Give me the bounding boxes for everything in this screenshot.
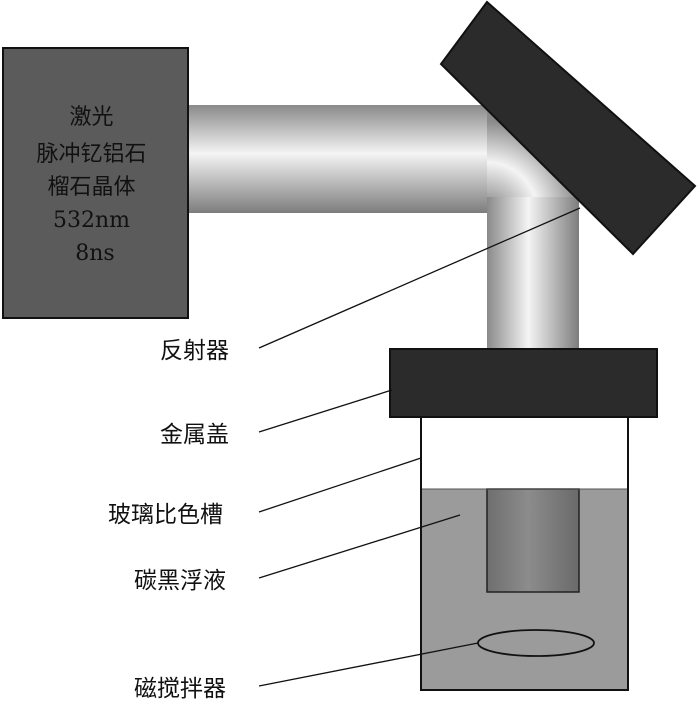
svg-text:激光 脉冲钇铝石 榴石晶体 532n: 激光 脉冲钇铝石 榴石晶体 532nm 8ns xyxy=(36,105,153,266)
cuvette-label: 玻璃比色槽 xyxy=(108,502,223,528)
laser-label-line-3: 榴石晶体 xyxy=(47,175,135,200)
reflector xyxy=(439,0,697,256)
laser-beam-vertical xyxy=(487,197,579,349)
laser-label-line-2: 脉冲钇铝石 xyxy=(36,142,146,167)
metal-lid-label: 金属盖 xyxy=(160,422,229,448)
laser-beam-horizontal xyxy=(188,105,487,213)
laser-label-line-5: 8ns xyxy=(75,241,114,266)
laser-label-line-1: 激光 xyxy=(69,105,113,130)
suspension-label: 碳黑浮液 xyxy=(134,568,226,594)
suspension-leader xyxy=(258,514,461,579)
cuvette-leader xyxy=(258,457,422,513)
laser-beam-in-suspension xyxy=(486,488,580,593)
stirrer-label: 磁搅拌器 xyxy=(134,676,226,701)
metal-lid-leader xyxy=(258,389,393,433)
laser-label-line-4: 532nm xyxy=(53,208,130,233)
metal-lid xyxy=(389,348,658,418)
stirrer-leader xyxy=(258,642,479,687)
reflector-label: 反射器 xyxy=(160,338,229,364)
reflector-leader xyxy=(258,207,581,349)
laser-box xyxy=(2,47,189,319)
